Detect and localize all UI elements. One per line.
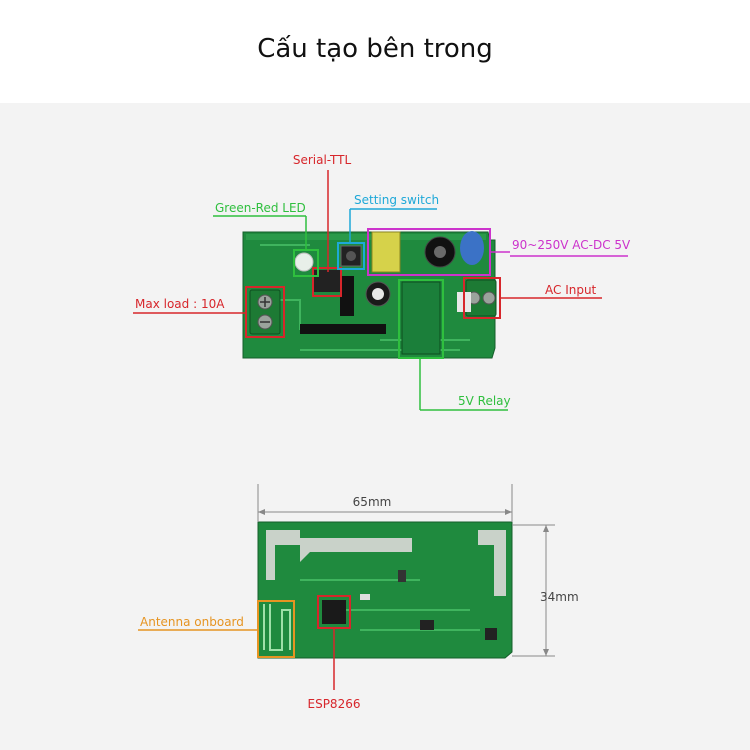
led-icon [294, 252, 314, 272]
setting-switch-box [337, 242, 365, 270]
ac-input-label: AC Input [545, 283, 597, 297]
width-label: 65mm [353, 495, 392, 509]
header: Cấu tạo bên trong [0, 0, 750, 103]
setting-switch-label: Setting switch [354, 193, 439, 207]
annotation-led: Green-Red LED [213, 201, 319, 277]
screw-icon [482, 291, 496, 305]
antenna-label: Antenna onboard [140, 615, 244, 629]
terminal-left [249, 289, 281, 335]
antenna-box [257, 600, 295, 658]
pcb-traces [258, 244, 470, 351]
annotation-esp: ESP8266 [308, 595, 361, 711]
header-pins-row [300, 324, 386, 334]
header-pins [340, 276, 354, 316]
pcb-silk-strip [246, 234, 486, 240]
transformer [371, 231, 401, 273]
max-load-label: Max load : 10A [135, 297, 225, 311]
annotation-serial-ttl: Serial-TTL [293, 153, 352, 297]
copper-trace [266, 530, 300, 580]
copper-trace [478, 530, 506, 596]
relay-box [398, 279, 444, 359]
green-red-led-label: Green-Red LED [215, 201, 306, 215]
annotation-max-load: Max load : 10A [133, 286, 285, 338]
height-label: 34mm [540, 590, 579, 604]
relay-block [401, 281, 441, 355]
serial-ttl-box [312, 267, 342, 297]
x2-capacitor [460, 231, 484, 265]
dimension-width: 65mm [257, 484, 513, 522]
top-board [242, 231, 497, 359]
annotation-ac-input: AC Input [463, 277, 602, 319]
serial-ttl-label: Serial-TTL [293, 153, 352, 167]
bottom-board [257, 521, 513, 659]
power-label: 90~250V AC-DC 5V [512, 238, 631, 252]
annotation-setting-switch: Setting switch [337, 193, 439, 270]
serial-chip [314, 270, 340, 292]
page-title: Cấu tạo bên trong [257, 34, 493, 64]
antenna-trace [263, 604, 291, 651]
annotation-power: 90~250V AC-DC 5V [367, 228, 631, 276]
annotation-antenna: Antenna onboard [138, 600, 295, 658]
dimension-height: 34mm [512, 524, 579, 657]
esp-label: ESP8266 [308, 697, 361, 711]
relay-label: 5V Relay [458, 394, 511, 408]
copper-trace [300, 538, 412, 562]
led-box [293, 249, 319, 277]
annotation-relay: 5V Relay [398, 279, 511, 411]
esp-chip [322, 600, 346, 624]
max-load-box [245, 286, 285, 338]
